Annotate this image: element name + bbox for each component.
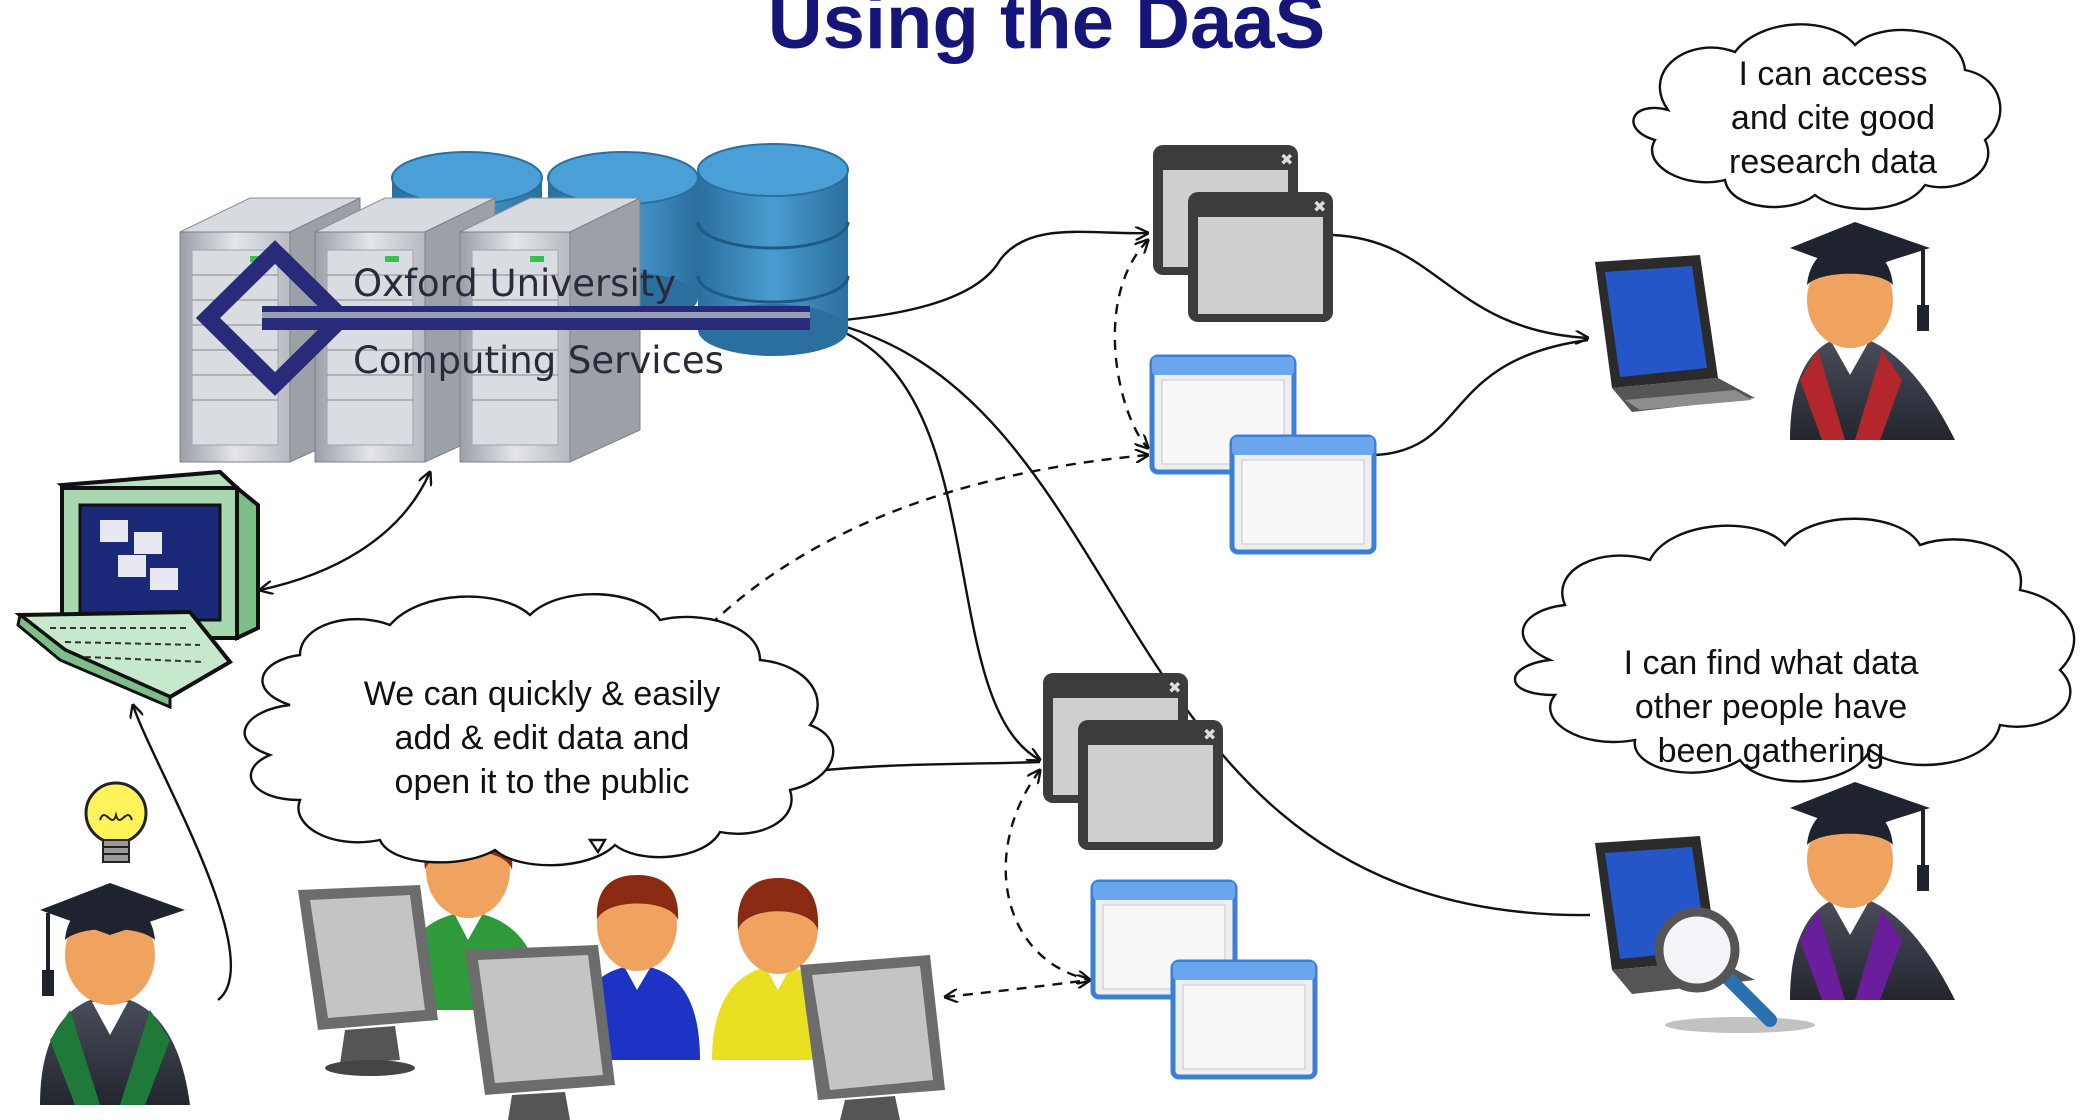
dashed-users-bottom-windows (945, 980, 1090, 997)
dashed-cloud-blue-windows (709, 455, 1148, 626)
monitor-icon (298, 885, 438, 1076)
cloud-line: and cite good (1731, 99, 1935, 137)
oucs-logo-line1: Oxford University (353, 262, 676, 305)
cloud-text-top-right: I can access and cite good research data (1729, 55, 1937, 181)
cloud-line: research data (1729, 143, 1937, 181)
dashed-windows-top (1113, 240, 1148, 448)
arrow-user-computer (133, 705, 233, 1001)
laptop-icon (1595, 255, 1755, 412)
cloud-line: add & edit data and (395, 719, 690, 757)
thought-cloud-top-right (1632, 23, 2002, 211)
cloud-line: been gathering (1658, 732, 1885, 770)
dashed-windows-bottom (1004, 770, 1090, 980)
arrow-db-top-windows (820, 232, 1148, 322)
users-group (298, 815, 945, 1120)
thought-cloud-middle-right (1513, 517, 2076, 783)
graduate-icon (1790, 222, 1955, 440)
monitor-icon (465, 945, 615, 1120)
window-icon: ✖ (1188, 192, 1333, 322)
window-icon-group-bottom: ✖ ✖ (1043, 673, 1318, 1080)
cloud-line: open it to the public (395, 763, 690, 801)
window-icon: ✖ (1078, 720, 1223, 850)
user-icon (712, 878, 840, 1060)
svg-text:✖: ✖ (1203, 725, 1216, 744)
server-unit (314, 197, 496, 463)
cloud-line: We can quickly & easily (364, 675, 721, 713)
thought-cloud-bottom-left (243, 592, 835, 867)
link-db-finder-laptop (827, 320, 1591, 917)
cloud-text-middle-right: I can find what data other people have b… (1624, 644, 1919, 770)
arrow-db-bottom-windows (819, 322, 1040, 760)
cloud-line: I can find what data (1624, 644, 1919, 682)
link-blue-windows-laptop (1374, 338, 1589, 457)
link-top-windows-laptop (1332, 233, 1588, 338)
cloud-line: other people have (1635, 688, 1907, 726)
svg-text:✖: ✖ (1168, 678, 1181, 697)
svg-text:✖: ✖ (1313, 197, 1326, 216)
graduate-icon (40, 883, 190, 1105)
magnifier-icon (1654, 907, 1815, 1033)
window-icon-group-top: ✖ ✖ (1149, 145, 1377, 555)
lightbulb-icon (84, 781, 148, 863)
oucs-logo-icon (195, 240, 810, 396)
window-icon (1170, 959, 1318, 1080)
computer-icon (14, 469, 260, 710)
page-title: Using the DaaS (767, 0, 1326, 65)
svg-text:✖: ✖ (1280, 150, 1293, 169)
oucs-logo-line2: Computing Services (353, 339, 724, 382)
cloud-text-bottom-left: We can quickly & easily add & edit data … (364, 675, 721, 801)
window-icon (1229, 434, 1377, 555)
connectors (133, 232, 1591, 1001)
arrow-computer-server (260, 472, 430, 590)
graduate-icon (1790, 782, 1955, 1000)
cloud-line: I can access (1739, 55, 1928, 93)
monitor-icon (800, 955, 945, 1120)
